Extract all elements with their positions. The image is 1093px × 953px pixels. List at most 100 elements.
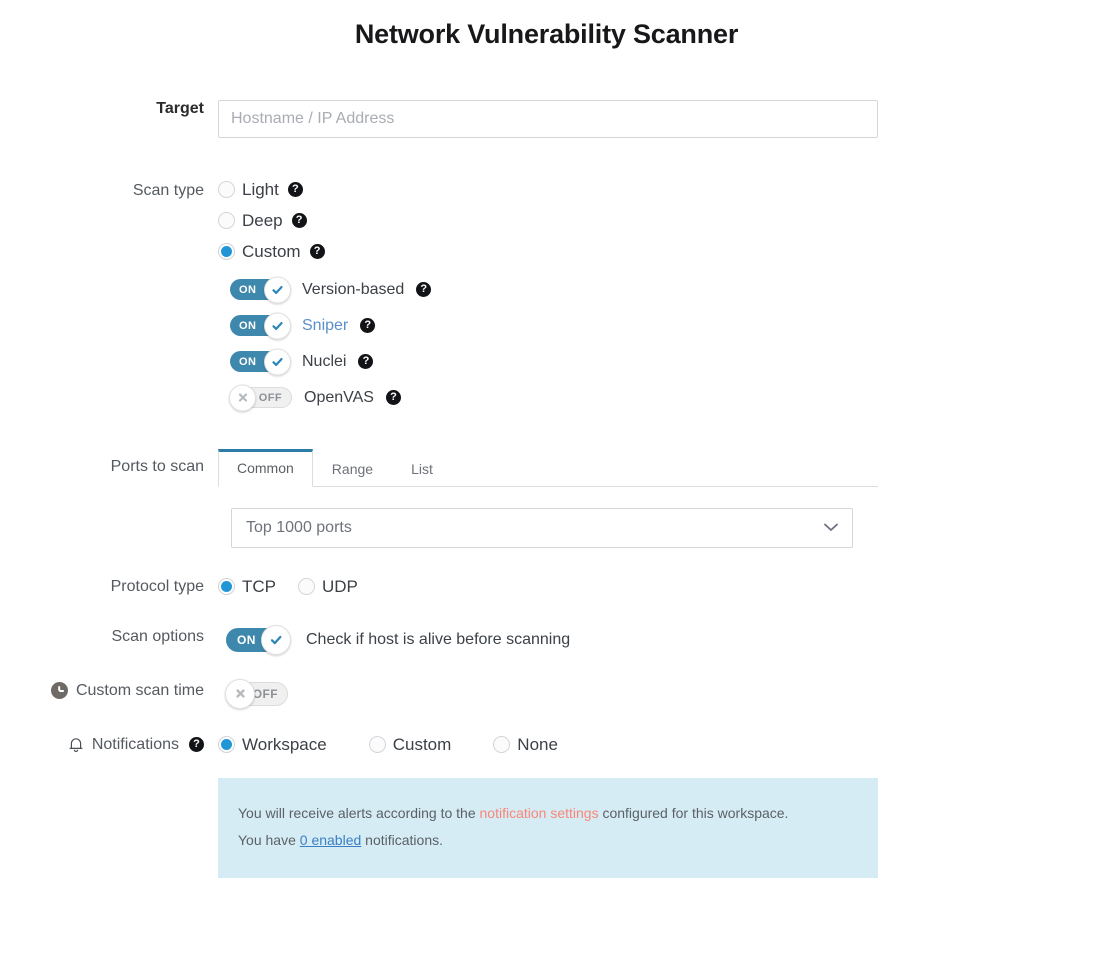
target-label: Target [156,100,204,117]
radio-light[interactable] [218,181,235,198]
notifications-option-workspace[interactable]: Workspace [218,734,327,754]
ports-select[interactable]: Top 1000 ports [231,507,853,548]
scan-type-label-deep: Deep [242,211,283,230]
toggle-state-text: ON [239,355,257,368]
toggle-version-based[interactable]: ON [230,276,291,303]
toggle-state-text: OFF [252,686,278,701]
protocol-label-tcp: TCP [242,576,276,596]
engine-row-openvas: OFF OpenVAS ? [229,384,1093,411]
toggle-knob [264,276,291,303]
engine-label-sniper[interactable]: Sniper [302,316,349,334]
notifications-label-wrap: Notifications ? [0,736,218,754]
scan-type-option-custom[interactable]: Custom ? [218,243,1093,260]
ports-tabs: Common Range List [218,448,878,487]
ports-to-scan-label: Ports to scan [110,458,204,475]
notifications-options: Workspace Custom None [218,734,1093,754]
notifications-label-custom: Custom [392,734,452,754]
radio-custom[interactable] [218,243,235,260]
radio-workspace[interactable] [218,735,235,753]
scan-options-control: ON Check if host is alive before scannin… [226,624,1093,655]
info-line-1-part-1: You will receive alerts according to the [238,804,480,821]
help-icon[interactable]: ? [416,282,432,297]
engine-row-version-based: ON Version-based ? [230,276,1093,303]
protocol-option-tcp[interactable]: TCP [218,576,276,596]
engine-label-openvas: OpenVAS [304,388,374,406]
scan-options-label: Scan options [111,627,204,645]
custom-scan-time-control: OFF [225,678,1093,709]
tab-range[interactable]: Range [331,461,374,477]
notifications-info-box: You will receive alerts according to the… [218,777,878,879]
engine-row-nuclei: ON Nuclei ? [230,348,1093,375]
target-input[interactable] [218,100,878,138]
enabled-notifications-link[interactable]: 0 enabled [299,832,362,849]
toggle-state-text: ON [239,283,257,296]
toggle-openvas[interactable]: OFF [229,384,292,411]
notifications-option-none[interactable]: None [493,734,558,754]
scan-type-label-custom: Custom [242,242,301,261]
radio-notifications-custom[interactable] [368,735,386,753]
custom-engines-list: ON Version-based ? ON Sn [229,276,1093,411]
scan-options-option-label: Check if host is alive before scanning [306,630,571,648]
ports-select-wrap: Top 1000 ports [231,507,853,548]
help-icon[interactable]: ? [385,390,401,405]
toggle-nuclei[interactable]: ON [230,348,291,375]
help-icon[interactable]: ? [309,244,325,259]
toggle-state-text: OFF [258,391,282,404]
notification-settings-link[interactable]: notification settings [479,804,599,821]
ports-select-value: Top 1000 ports [246,518,352,536]
help-icon[interactable]: ? [287,182,303,197]
notifications-label-workspace: Workspace [242,734,327,754]
page-title: Network Vulnerability Scanner [354,19,739,49]
scan-type-option-light[interactable]: Light ? [218,181,1093,198]
protocol-option-udp[interactable]: UDP [298,576,358,596]
radio-deep[interactable] [218,212,235,229]
scan-type-label-light: Light [242,180,279,199]
custom-scan-time-label-wrap: Custom scan time [0,682,218,700]
protocol-type-row: Protocol type TCP UDP [0,576,1093,596]
toggle-knob [264,348,291,375]
radio-udp[interactable] [298,577,315,595]
scan-type-label: Scan type [132,182,204,199]
scan-options-row: Scan options ON Check if host is alive b… [0,624,1093,655]
protocol-label-udp: UDP [322,576,358,596]
tab-common[interactable]: Common [218,449,313,487]
target-row: Target [0,100,1093,138]
toggle-knob [229,384,256,411]
toggle-sniper[interactable]: ON [230,312,291,339]
tab-list[interactable]: List [411,461,433,477]
protocol-options: TCP UDP [218,576,1093,596]
ports-to-scan-row: Ports to scan Common Range List Top 1000… [0,448,1093,548]
clock-icon [50,682,68,700]
engine-label-version-based: Version-based [302,280,405,298]
info-line-2-part-2: notifications. [361,832,443,849]
toggle-state-text: ON [239,319,257,332]
notifications-label: Notifications [91,735,179,753]
toggle-knob [261,624,291,655]
toggle-state-text: ON [237,632,256,647]
custom-scan-time-label: Custom scan time [75,681,204,699]
scan-type-options: Light ? Deep ? Custom ? [218,181,1093,260]
notifications-label-none: None [517,734,558,754]
notifications-option-custom[interactable]: Custom [368,734,452,754]
info-line-1-part-2: configured for this workspace. [598,804,789,821]
engine-row-sniper: ON Sniper ? [230,312,1093,339]
toggle-knob [225,678,255,709]
toggle-custom-scan-time[interactable]: OFF [225,678,288,709]
scan-type-row: Scan type Light ? Deep ? Custom ? [0,181,1093,411]
notifications-row: Notifications ? Workspace Custom None [0,734,1093,754]
info-line-2-part-1: You have [238,832,300,849]
scan-type-option-deep[interactable]: Deep ? [218,212,1093,229]
radio-tcp[interactable] [218,577,235,595]
radio-notifications-none[interactable] [493,735,511,753]
toggle-knob [264,312,291,339]
engine-label-nuclei: Nuclei [302,352,347,370]
protocol-type-label: Protocol type [110,577,204,595]
bell-icon [68,736,84,753]
help-icon[interactable]: ? [358,354,374,369]
toggle-host-alive[interactable]: ON [226,624,291,655]
help-icon[interactable]: ? [360,318,376,333]
help-icon[interactable]: ? [189,737,204,753]
scan-configuration-form: Target Scan type Light ? Deep ? [0,100,1093,879]
help-icon[interactable]: ? [291,213,307,228]
ports-tabs-wrap: Common Range List [218,448,878,487]
